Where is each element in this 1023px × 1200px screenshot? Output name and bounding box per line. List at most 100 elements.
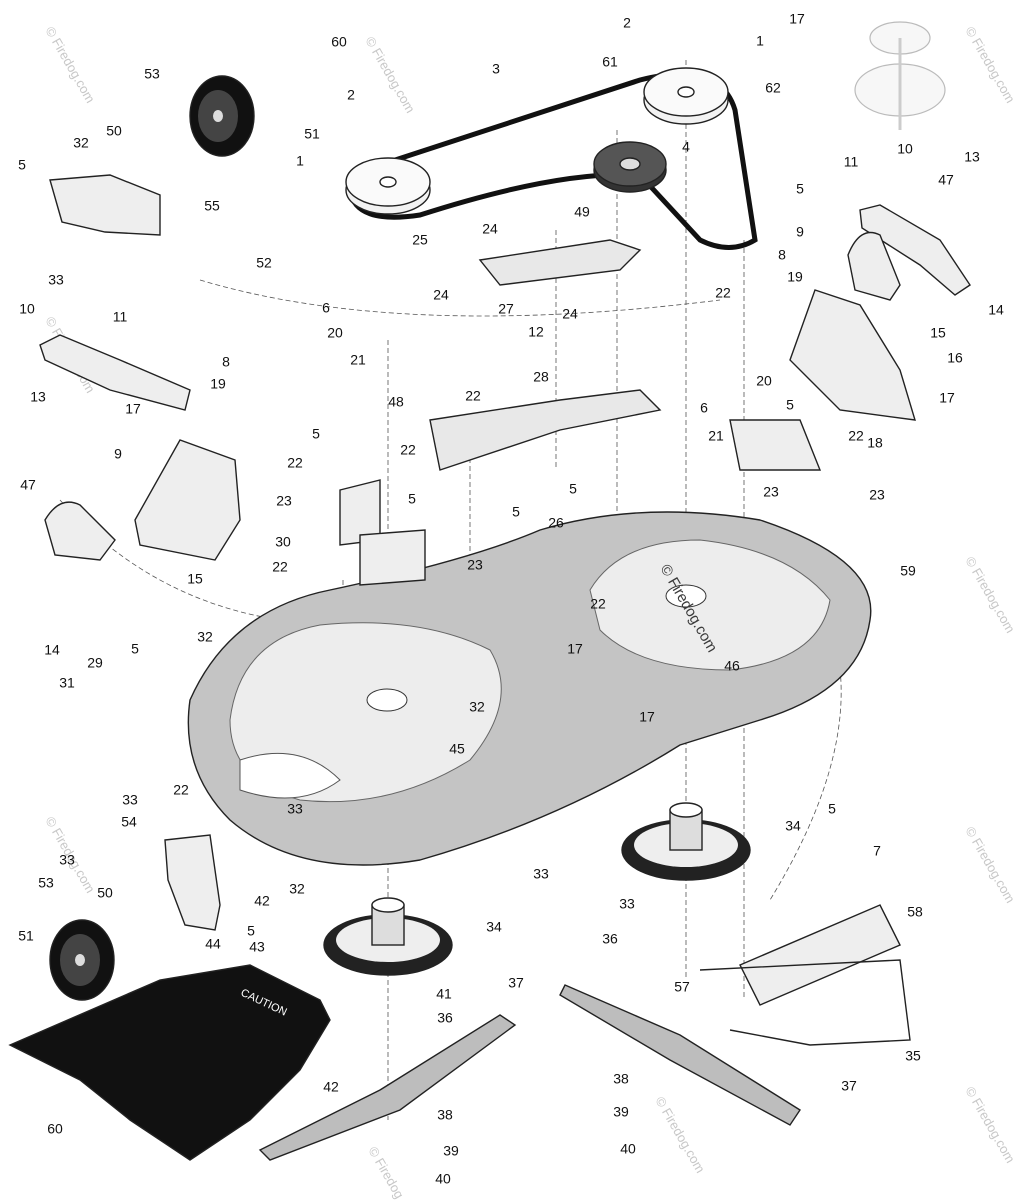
cover-plate bbox=[739, 904, 901, 1006]
part-callout-4: 4 bbox=[682, 139, 690, 155]
part-callout-17: 17 bbox=[567, 641, 583, 657]
part-callout-32: 32 bbox=[289, 881, 305, 897]
part-callout-38: 38 bbox=[613, 1071, 629, 1087]
part-callout-43: 43 bbox=[249, 939, 265, 955]
part-callout-34: 34 bbox=[785, 818, 801, 834]
spindle-right bbox=[621, 802, 751, 881]
part-callout-27: 27 bbox=[498, 301, 514, 317]
part-callout-7: 7 bbox=[873, 843, 881, 859]
deck-hanger-left bbox=[44, 501, 116, 561]
idler-bracket bbox=[478, 239, 642, 286]
part-callout-24: 24 bbox=[433, 287, 449, 303]
part-callout-51: 51 bbox=[304, 126, 320, 142]
part-callout-23: 23 bbox=[763, 484, 779, 500]
pulley-shaded bbox=[854, 21, 946, 130]
part-callout-17: 17 bbox=[789, 11, 805, 27]
part-callout-60: 60 bbox=[331, 34, 347, 50]
part-callout-33: 33 bbox=[533, 866, 549, 882]
part-callout-22: 22 bbox=[715, 285, 731, 301]
part-callout-17: 17 bbox=[639, 709, 655, 725]
part-callout-6: 6 bbox=[322, 300, 330, 316]
part-callout-14: 14 bbox=[988, 302, 1004, 318]
part-callout-23: 23 bbox=[869, 487, 885, 503]
part-callout-5: 5 bbox=[408, 491, 416, 507]
part-callout-5: 5 bbox=[512, 504, 520, 520]
part-callout-48: 48 bbox=[388, 394, 404, 410]
part-callout-11: 11 bbox=[113, 309, 128, 325]
discharge-chute: CAUTION bbox=[8, 964, 331, 1161]
part-callout-21: 21 bbox=[350, 352, 366, 368]
part-callout-53: 53 bbox=[144, 66, 160, 82]
part-callout-49: 49 bbox=[574, 204, 590, 220]
watermark: © Firedog.com bbox=[42, 24, 98, 106]
part-callout-46: 46 bbox=[724, 658, 740, 674]
part-callout-6: 6 bbox=[700, 400, 708, 416]
part-callout-33: 33 bbox=[619, 896, 635, 912]
part-callout-10: 10 bbox=[19, 301, 35, 317]
part-callout-42: 42 bbox=[254, 893, 270, 909]
part-callout-35: 35 bbox=[905, 1048, 921, 1064]
part-callout-30: 30 bbox=[275, 534, 291, 550]
part-callout-24: 24 bbox=[482, 221, 498, 237]
part-callout-31: 31 bbox=[59, 675, 75, 691]
part-callout-33: 33 bbox=[48, 272, 64, 288]
part-callout-22: 22 bbox=[287, 455, 303, 471]
part-callout-36: 36 bbox=[602, 931, 618, 947]
part-callout-18: 18 bbox=[867, 435, 883, 451]
pulley-left bbox=[345, 157, 431, 215]
part-callout-52: 52 bbox=[256, 255, 272, 271]
part-callout-11: 11 bbox=[844, 154, 859, 170]
part-callout-33: 33 bbox=[287, 801, 303, 817]
part-callout-53: 53 bbox=[38, 875, 54, 891]
watermark: © Firedog.com bbox=[962, 24, 1018, 106]
watermark: © Firedog.com bbox=[962, 554, 1018, 636]
part-callout-29: 29 bbox=[87, 655, 103, 671]
part-callout-41: 41 bbox=[436, 986, 452, 1002]
part-callout-19: 19 bbox=[210, 376, 226, 392]
gauge-wheel-upper bbox=[189, 75, 255, 157]
part-callout-44: 44 bbox=[205, 936, 221, 952]
part-callout-37: 37 bbox=[841, 1078, 857, 1094]
part-callout-42: 42 bbox=[323, 1079, 339, 1095]
part-callout-50: 50 bbox=[106, 123, 122, 139]
part-callout-2: 2 bbox=[623, 15, 631, 31]
deck-hanger-right bbox=[847, 231, 901, 301]
part-callout-40: 40 bbox=[435, 1171, 451, 1187]
belt-guard-center bbox=[359, 529, 426, 586]
part-callout-40: 40 bbox=[620, 1141, 636, 1157]
part-callout-9: 9 bbox=[796, 224, 804, 240]
part-callout-19: 19 bbox=[787, 269, 803, 285]
part-callout-37: 37 bbox=[508, 975, 524, 991]
part-callout-22: 22 bbox=[272, 559, 288, 575]
part-callout-22: 22 bbox=[173, 782, 189, 798]
part-callout-32: 32 bbox=[197, 629, 213, 645]
part-callout-55: 55 bbox=[204, 198, 220, 214]
watermark: © Firedog.com bbox=[362, 34, 418, 116]
idler-pulley bbox=[593, 141, 667, 193]
part-callout-13: 13 bbox=[964, 149, 980, 165]
mower-deck-shell bbox=[187, 511, 872, 866]
part-callout-3: 3 bbox=[492, 61, 500, 77]
part-callout-47: 47 bbox=[938, 172, 954, 188]
mower-blade-right bbox=[559, 984, 801, 1126]
plate-frame bbox=[699, 959, 911, 1046]
part-callout-50: 50 bbox=[97, 885, 113, 901]
part-callout-57: 57 bbox=[674, 979, 690, 995]
part-callout-10: 10 bbox=[897, 141, 913, 157]
part-callout-22: 22 bbox=[400, 442, 416, 458]
part-callout-62: 62 bbox=[765, 80, 781, 96]
part-callout-22: 22 bbox=[848, 428, 864, 444]
pulley-right bbox=[643, 67, 729, 125]
part-callout-24: 24 bbox=[562, 306, 578, 322]
part-callout-5: 5 bbox=[786, 397, 794, 413]
deck-stiffener bbox=[429, 389, 662, 471]
part-callout-38: 38 bbox=[437, 1107, 453, 1123]
part-callout-22: 22 bbox=[465, 388, 481, 404]
part-callout-25: 25 bbox=[412, 232, 428, 248]
part-callout-8: 8 bbox=[778, 247, 786, 263]
mounting-bracket-right bbox=[789, 289, 916, 421]
part-callout-2: 2 bbox=[347, 87, 355, 103]
part-callout-39: 39 bbox=[443, 1143, 459, 1159]
part-callout-9: 9 bbox=[114, 446, 122, 462]
